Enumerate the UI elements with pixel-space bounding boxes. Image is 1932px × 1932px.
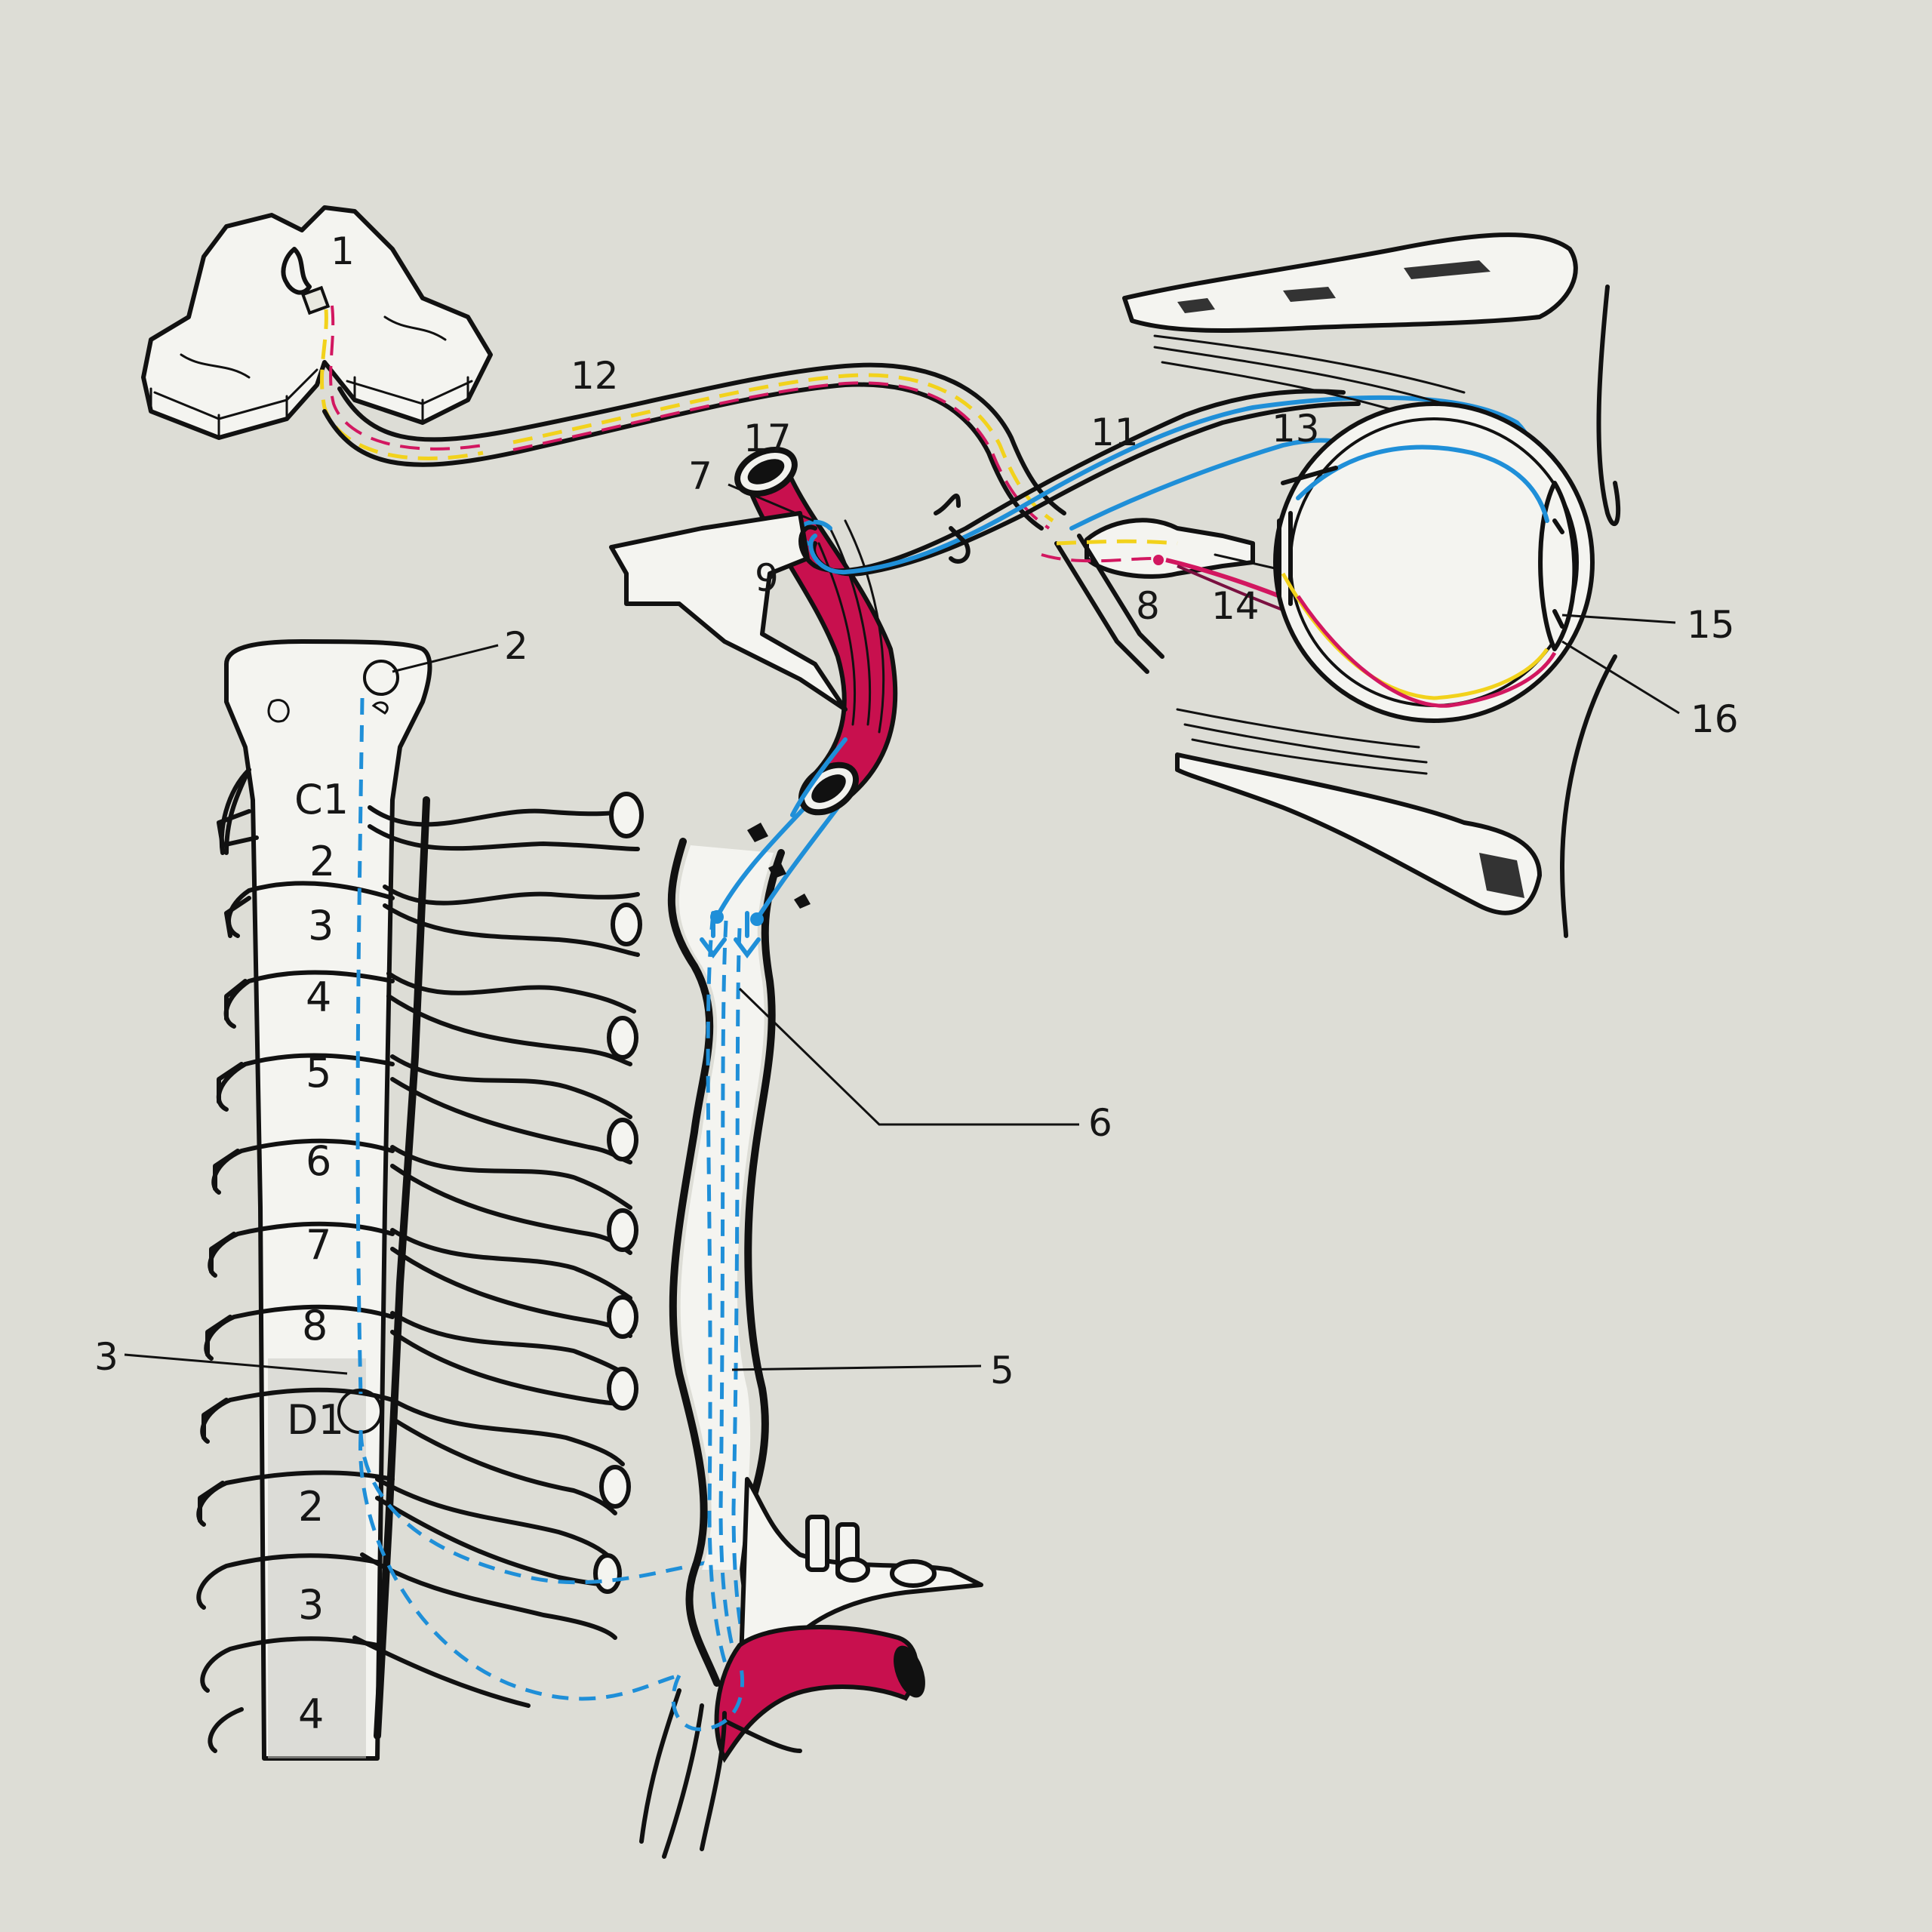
vertebra-label: 6 <box>306 1137 331 1185</box>
label-5: 5 <box>990 1349 1014 1392</box>
spinal-nerves <box>198 792 644 1708</box>
label-1: 1 <box>331 229 355 273</box>
label-12: 12 <box>571 354 619 398</box>
vertebra-label: 3 <box>298 1581 324 1629</box>
label-13: 13 <box>1272 407 1320 451</box>
orbit-bones <box>1122 232 1621 938</box>
vertebra-label: D1 <box>287 1396 344 1444</box>
vertebra-label: C1 <box>294 776 349 823</box>
label-7: 7 <box>688 454 712 498</box>
brainstem-section <box>141 205 493 460</box>
sympathetic-chain <box>667 838 785 1707</box>
subclavian-region <box>639 1477 983 1859</box>
label-14: 14 <box>1211 584 1260 628</box>
vertebra-label: 8 <box>302 1302 328 1349</box>
preganglionic-sympathetic-pathway <box>337 697 710 1701</box>
petrous-temporal-bone <box>609 511 848 712</box>
label-11: 11 <box>1091 411 1139 454</box>
leader-lines <box>124 483 1680 1375</box>
label-8: 8 <box>1136 584 1160 628</box>
oculomotor-nerve <box>322 362 1066 531</box>
vertebra-label: 3 <box>308 902 334 949</box>
label-15: 15 <box>1687 603 1735 647</box>
label-17: 17 <box>743 417 792 460</box>
vertebra-labels: C1 2 3 4 5 6 7 8 D1 2 3 4 <box>287 776 349 1738</box>
vertebra-label: 4 <box>306 974 331 1021</box>
reference-numbers: 1 2 3 5 6 7 8 9 11 12 13 14 15 16 17 <box>94 229 1739 1392</box>
vertebra-label: 2 <box>298 1483 324 1531</box>
vertebra-label: 2 <box>309 838 335 885</box>
label-9: 9 <box>755 556 779 600</box>
vertebra-label: 7 <box>306 1221 331 1269</box>
label-3: 3 <box>94 1335 118 1379</box>
vertebra-label: 4 <box>298 1690 324 1738</box>
vertebra-label: 5 <box>306 1049 331 1097</box>
label-2: 2 <box>504 624 528 668</box>
eyeball <box>1273 401 1595 723</box>
label-16: 16 <box>1690 697 1739 741</box>
label-6: 6 <box>1088 1101 1112 1145</box>
